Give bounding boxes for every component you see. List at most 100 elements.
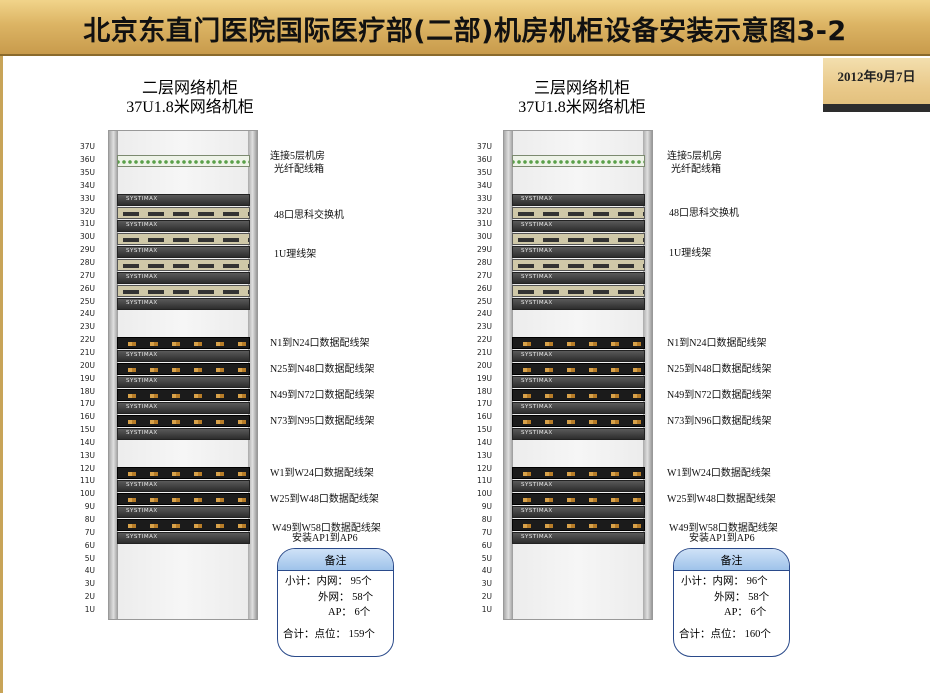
rack-1-cable-mgr-6: SYSTIMAX: [117, 350, 250, 362]
rack-1-patch-n1: [117, 337, 250, 349]
rack-2-post-left: [504, 131, 513, 619]
device-brand-label: SYSTIMAX: [521, 222, 553, 228]
rack-1-patch-n3: [117, 389, 250, 401]
rack-1-cable-mgr-7: SYSTIMAX: [117, 376, 250, 388]
device-brand-label: SYSTIMAX: [521, 196, 553, 202]
device-brand-label: SYSTIMAX: [521, 508, 553, 514]
rack-2-cable-mgr-7: SYSTIMAX: [512, 376, 645, 388]
rack-1-post-right: [248, 131, 257, 619]
rack-1-label-w3: W49到W58口数据配线架: [272, 523, 381, 534]
u-label: 23U: [476, 322, 492, 332]
rack-2-summary-line3: AP： 6个: [724, 607, 767, 618]
rack-1-label-w1: W1到W24口数据配线架: [270, 468, 374, 479]
u-label: 16U: [476, 412, 492, 422]
rack-1-summary-line1: 小计：内网： 95个: [285, 576, 372, 587]
rack-1-label-fiber2: 光纤配线箱: [274, 164, 324, 175]
u-label: 19U: [79, 373, 95, 383]
rack-2-switch-4: [512, 285, 645, 297]
rack-1-patch-w3: [117, 519, 250, 531]
u-label: 24U: [79, 309, 95, 319]
rack-2-fiber-box: [512, 155, 645, 167]
u-label: 8U: [481, 515, 492, 525]
u-label: 18U: [79, 386, 95, 396]
rack-2-cable-mgr-8: SYSTIMAX: [512, 402, 645, 414]
u-label: 15U: [476, 425, 492, 435]
u-label: 13U: [476, 450, 492, 460]
rack-2-patch-n1: [512, 337, 645, 349]
rack-1-cable-mgr-11: SYSTIMAX: [117, 506, 250, 518]
rack-2-cable-mgr-2: SYSTIMAX: [512, 220, 645, 232]
device-brand-label: SYSTIMAX: [126, 352, 158, 358]
rack-1-cable-mgr-1: SYSTIMAX: [117, 194, 250, 206]
u-label: 25U: [79, 296, 95, 306]
u-label: 21U: [476, 347, 492, 357]
device-brand-label: SYSTIMAX: [521, 378, 553, 384]
rack-2-cable-mgr-6: SYSTIMAX: [512, 350, 645, 362]
rack-2-cable-mgr-3: SYSTIMAX: [512, 246, 645, 258]
rack-2-summary-line2: 外网： 58个: [714, 592, 770, 603]
device-brand-label: SYSTIMAX: [521, 274, 553, 280]
rack-1-patch-w1: [117, 467, 250, 479]
u-label: 20U: [79, 360, 95, 370]
u-label: 37U: [79, 142, 95, 152]
device-brand-label: SYSTIMAX: [126, 378, 158, 384]
u-label: 7U: [84, 527, 95, 537]
u-label: 34U: [79, 180, 95, 190]
rack-2-label-w4: 安装AP1到AP6: [689, 533, 755, 544]
rack-1-title-block: 二层网络机柜 37U1.8米网络机柜: [90, 79, 290, 117]
rack-1-label-w4: 安装AP1到AP6: [292, 533, 358, 544]
rack-2-cable-mgr-4: SYSTIMAX: [512, 272, 645, 284]
rack-2-cable-mgr-11: SYSTIMAX: [512, 506, 645, 518]
rack-1-post-left: [109, 131, 118, 619]
u-label: 4U: [84, 566, 95, 576]
rack-2-patch-n4: [512, 415, 645, 427]
rack-2-label-w1: W1到W24口数据配线架: [667, 468, 771, 479]
rack-1-cable-mgr-8: SYSTIMAX: [117, 402, 250, 414]
date-label: 2012年9月7日: [837, 69, 916, 84]
device-brand-label: SYSTIMAX: [126, 196, 158, 202]
u-label: 36U: [476, 155, 492, 165]
page-title: 北京东直门医院国际医疗部(二部)机房机柜设备安装示意图3-2: [83, 16, 847, 47]
u-label: 16U: [79, 412, 95, 422]
u-label: 31U: [79, 219, 95, 229]
u-label: 10U: [476, 489, 492, 499]
rack-2-label-n1: N1到N24口数据配线架: [667, 338, 767, 349]
rack-1-cable-mgr-2: SYSTIMAX: [117, 220, 250, 232]
rack-2-summary-head: 备注: [674, 549, 789, 571]
device-brand-label: SYSTIMAX: [521, 248, 553, 254]
device-brand-label: SYSTIMAX: [126, 482, 158, 488]
u-label: 1U: [481, 604, 492, 614]
device-brand-label: SYSTIMAX: [126, 274, 158, 280]
u-label: 32U: [79, 206, 95, 216]
rack-2-label-switch: 48口思科交换机: [669, 208, 739, 219]
u-label: 17U: [79, 399, 95, 409]
rack-2-label-mgmt: 1U理线架: [669, 248, 712, 259]
device-brand-label: SYSTIMAX: [126, 430, 158, 436]
rack-1-switch-1: [117, 207, 250, 219]
rack-1-summary-head: 备注: [278, 549, 393, 571]
u-label: 27U: [476, 270, 492, 280]
rack-1-summary-line2: 外网： 58个: [318, 592, 374, 603]
u-label: 19U: [476, 373, 492, 383]
rack-2-switch-1: [512, 207, 645, 219]
u-label: 11U: [476, 476, 492, 486]
rack-2-label-w2: W25到W48口数据配线架: [667, 494, 776, 505]
u-label: 1U: [84, 604, 95, 614]
rack-1-summary-box: 备注 小计：内网： 95个 外网： 58个 AP： 6个 合计：点位： 159个: [277, 548, 394, 657]
rack-1-label-n1: N1到N24口数据配线架: [270, 338, 370, 349]
u-label: 21U: [79, 347, 95, 357]
rack-1-patch-w2: [117, 493, 250, 505]
rack-1-cable-mgr-10: SYSTIMAX: [117, 480, 250, 492]
rack-1-label-mgmt: 1U理线架: [274, 249, 317, 260]
u-label: 28U: [476, 258, 492, 268]
u-label: 29U: [476, 245, 492, 255]
rack-1-subtitle: 37U1.8米网络机柜: [126, 99, 254, 116]
u-label: 4U: [481, 566, 492, 576]
rack-2-label-n3: N49到N72口数据配线架: [667, 390, 772, 401]
rack-1-patch-n4: [117, 415, 250, 427]
u-label: 23U: [79, 322, 95, 332]
u-label: 8U: [84, 515, 95, 525]
rack-1-label-n2: N25到N48口数据配线架: [270, 364, 375, 375]
u-label: 15U: [79, 425, 95, 435]
u-label: 30U: [476, 232, 492, 242]
